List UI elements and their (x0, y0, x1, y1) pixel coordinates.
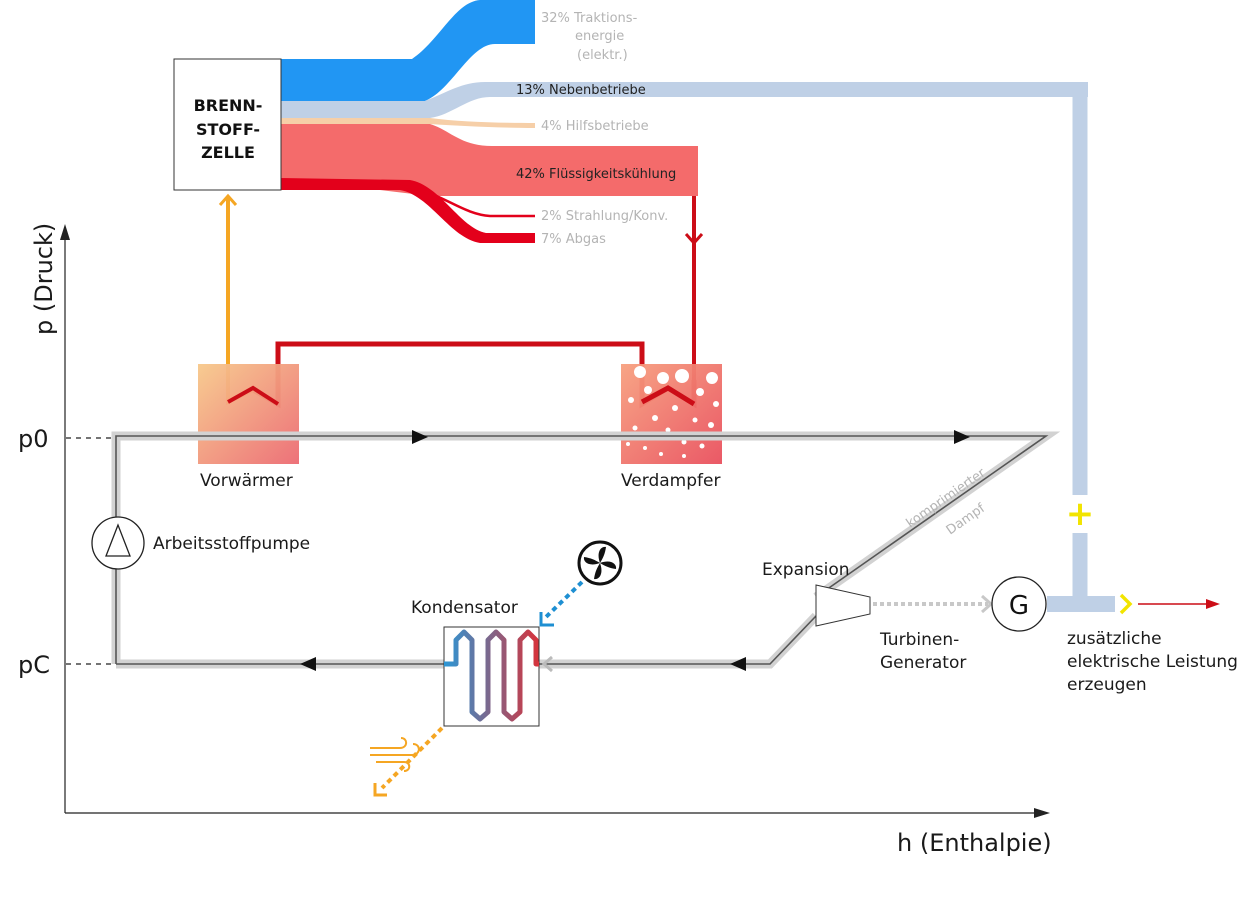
expansion: Expansion Turbinen- Generator (762, 560, 994, 673)
x-axis-label: h (Enthalpie) (897, 829, 1052, 857)
flow-arrow-icon (300, 657, 316, 671)
output-label-2: elektrische Leistung (1067, 652, 1238, 672)
aux-label: 13% Nebenbetriebe (516, 83, 646, 98)
plus-symbol: + (1066, 494, 1095, 534)
flow-helper (281, 118, 535, 128)
fuel-cell-line2: STOFF- (196, 120, 260, 139)
flow-aux (281, 82, 1088, 118)
preheater-label: Vorwärmer (200, 471, 293, 491)
fuel-cell-line3: ZELLE (201, 143, 255, 162)
expansion-turbine-icon (815, 584, 871, 627)
cooling-label: 42% Flüssigkeitskühlung (516, 167, 676, 182)
sankey-flows (281, 0, 1088, 598)
evaporator (621, 364, 722, 464)
pump: Arbeitsstoffpumpe (91, 516, 310, 570)
fan-blades (583, 546, 617, 580)
flow-cooling (281, 124, 698, 196)
expansion-label: Expansion (762, 560, 850, 580)
output-arrow-icon (1206, 599, 1220, 609)
flow-arrow-icon (954, 430, 970, 444)
condenser: Kondensator (411, 598, 553, 727)
evaporator-bubbles (626, 366, 719, 458)
fan (370, 540, 623, 797)
output-chevron-icon (1119, 593, 1133, 615)
generator-circle (991, 576, 1047, 632)
preheater-coil (227, 385, 280, 406)
cold-air-arrow-icon (539, 612, 554, 627)
traction-label-1: 32% Traktions- (541, 11, 638, 26)
warm-air-flow (380, 726, 444, 790)
flow-arrow-icon (412, 430, 428, 444)
preheater-box (198, 364, 299, 464)
flow-arrow-icon (730, 657, 746, 671)
flow-labels: 32% Traktions- energie (elektr.) 13% Neb… (516, 11, 676, 247)
flow-radiation (399, 184, 535, 218)
warm-air-arrow-icon (373, 783, 387, 797)
flow-exhaust (281, 178, 535, 243)
generator-symbol: G (1009, 591, 1029, 621)
cycle-lower-core (116, 615, 817, 665)
shaft-arrow-icon (981, 594, 994, 614)
y-axis-arrow-icon (60, 224, 70, 240)
pc-label: pC (18, 651, 50, 679)
p0-label: p0 (18, 425, 49, 453)
evaporator-coil (640, 385, 696, 407)
heat-down-arrow-icon (684, 233, 704, 246)
y-axis-label: p (Druck) (30, 223, 58, 335)
pump-circle (91, 516, 145, 570)
cold-air-flow (544, 580, 584, 619)
fuel-cell-box (173, 58, 282, 191)
traction-label-2: energie (575, 29, 624, 44)
pump-label: Arbeitsstoffpumpe (153, 534, 310, 554)
preheater (198, 364, 299, 464)
x-axis-arrow-icon (1034, 808, 1050, 818)
axes: p (Druck) h (Enthalpie) p0 pC (18, 223, 1052, 857)
fuel-cell: BRENN- STOFF- ZELLE (173, 58, 282, 191)
condenser-label: Kondensator (411, 598, 518, 618)
turbine-label-2: Generator (880, 653, 966, 673)
evaporator-box (621, 364, 722, 464)
evaporator-label: Verdampfer (621, 471, 720, 491)
condenser-inlet-arrow-icon (541, 655, 553, 673)
traction-label-3: (elektr.) (577, 48, 628, 63)
exhaust-label: 7% Abgas (541, 232, 606, 247)
radiation-label: 2% Strahlung/Konv. (541, 209, 668, 224)
flow-traction (281, 0, 535, 101)
pump-icon (105, 523, 131, 557)
condenser-coil (444, 629, 539, 722)
turbine-label-1: Turbinen- (879, 630, 959, 650)
preheat-up-arrow-icon (218, 193, 238, 206)
wind-icon (370, 737, 420, 772)
output-label-1: zusätzliche (1067, 629, 1162, 649)
fuel-cell-line1: BRENN- (194, 96, 263, 115)
output-band (1047, 596, 1115, 612)
helper-label: 4% Hilfsbetriebe (541, 119, 649, 134)
condenser-box (443, 626, 540, 727)
generator: G + zusätzliche elektrische Leistung erz… (991, 494, 1238, 695)
output-label-3: erzeugen (1067, 675, 1147, 695)
